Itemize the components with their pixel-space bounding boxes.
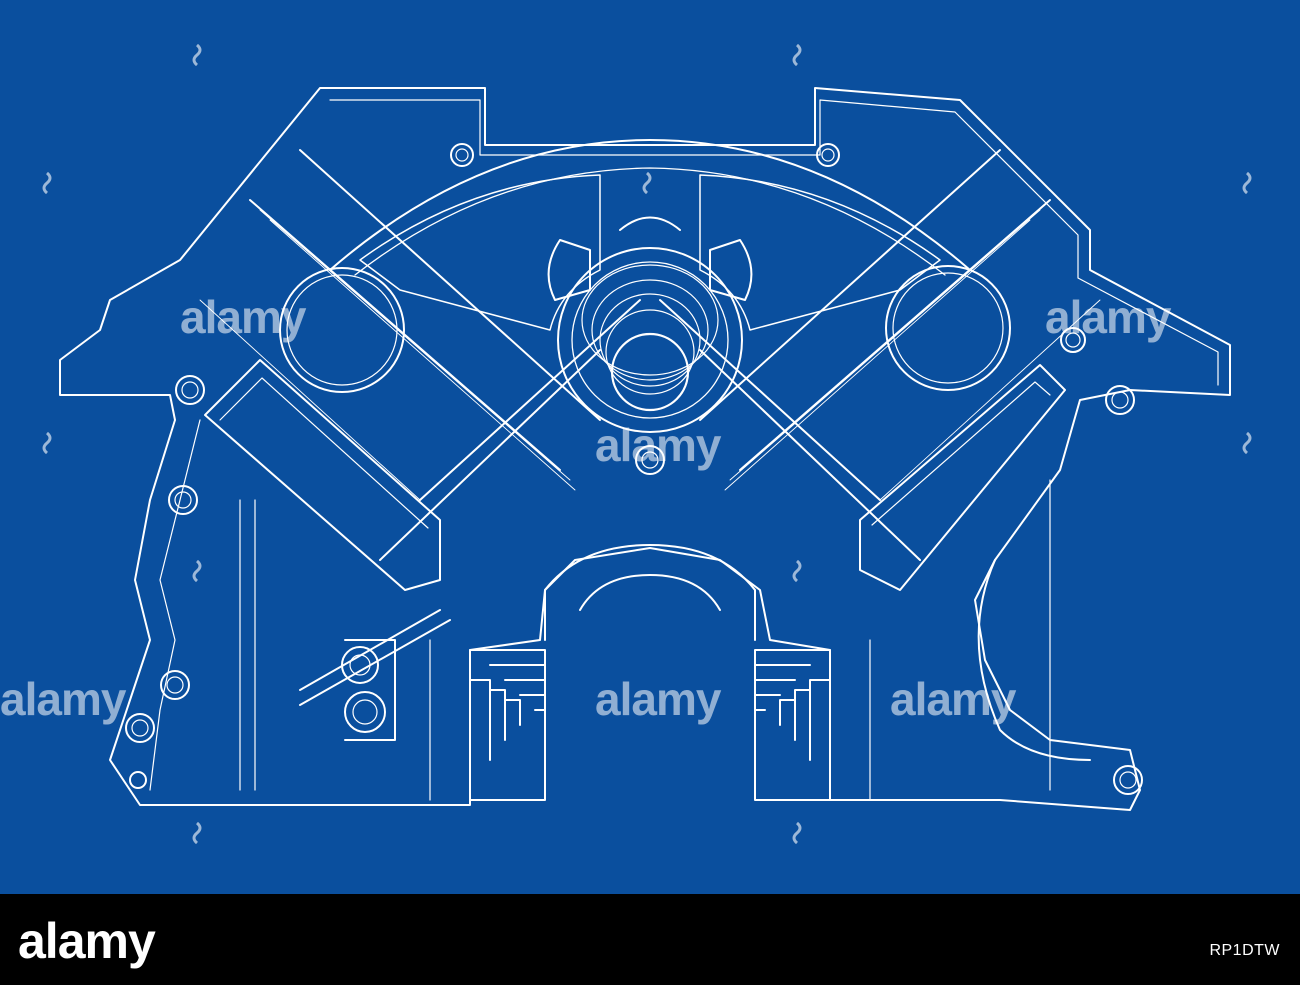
left-bore-outer: [279, 267, 405, 393]
center-pin: [635, 445, 665, 475]
main-bearing-saddle: [544, 544, 756, 641]
alamy-logo: alamy: [18, 913, 156, 969]
hatch-lines: [199, 209, 1101, 501]
left-cylinder-sleeve-inner: [219, 377, 429, 529]
thread-3: [599, 293, 701, 387]
lower-left-strut: [299, 609, 451, 741]
brace-right: [659, 149, 1051, 561]
left-bore-inner: [286, 274, 398, 386]
central-boss-lobes: [547, 216, 753, 301]
central-bore: [610, 332, 690, 412]
vertical-ribs: [239, 479, 1051, 801]
right-crescent-cutout: [977, 559, 1091, 761]
central-boss-outer: [557, 247, 743, 433]
brace-left: [249, 149, 641, 561]
inner-pocket-left: [359, 174, 601, 331]
top-arch: [329, 139, 971, 271]
image-id-label: RP1DTW: [1209, 942, 1280, 959]
stepped-blocks-left: [469, 649, 546, 801]
thread-4: [605, 309, 695, 395]
center-pin-inner: [641, 451, 659, 469]
engine-block-drawing: [59, 87, 1231, 811]
bearing-arch: [579, 574, 721, 611]
thread-2: [591, 279, 709, 381]
footer-bar: alamy RP1DTW: [0, 894, 1300, 985]
housing-outline: [59, 87, 1231, 811]
stepped-blocks-right: [754, 649, 831, 801]
right-cylinder-sleeve: [859, 364, 1066, 591]
left-cylinder-sleeve: [204, 359, 441, 591]
central-boss-ring: [571, 261, 729, 419]
right-cylinder-sleeve-inner: [871, 381, 1051, 526]
right-bore-outer: [885, 265, 1011, 391]
top-arch-inner: [354, 167, 946, 276]
housing-inner-outline: [149, 99, 1219, 791]
thread-1: [581, 264, 719, 376]
blueprint-image: alamy alamy alamy alamy alamy alamy: [0, 0, 1300, 894]
bolt-holes: [125, 143, 1143, 795]
right-bore-inner: [892, 272, 1004, 384]
inner-pocket-right: [699, 174, 941, 331]
